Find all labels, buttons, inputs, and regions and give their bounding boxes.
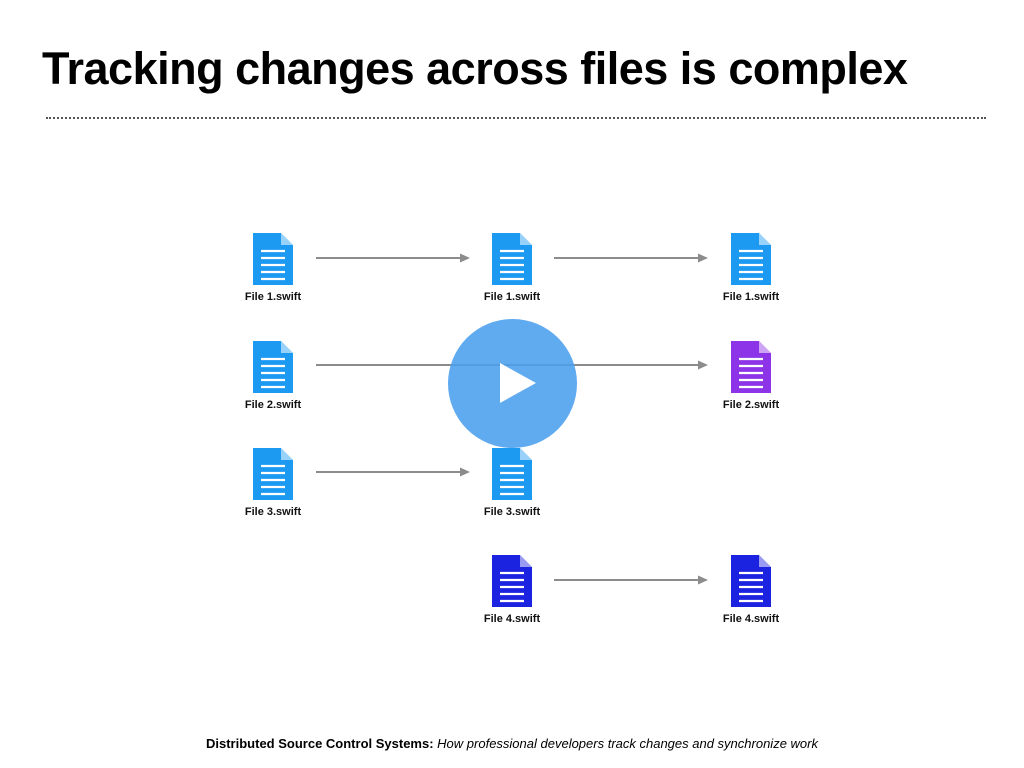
document-icon [731,555,771,607]
file-label: File 1.swift [483,291,541,303]
file-2-swift-col1: File 2.swift [223,341,323,411]
file-1-swift-col1: File 1.swift [223,233,323,303]
arrow-right-icon [554,253,708,263]
document-icon [731,233,771,285]
document-icon [253,448,293,500]
document-icon [492,555,532,607]
file-label: File 3.swift [483,506,541,518]
title-divider [46,117,986,119]
file-4-swift-col2: File 4.swift [462,555,562,625]
file-4-swift-col3: File 4.swift [701,555,801,625]
arrow-right-icon [554,575,708,585]
file-label: File 2.swift [722,399,780,411]
file-3-swift-col2: File 3.swift [462,448,562,518]
document-icon [492,448,532,500]
file-3-swift-col1: File 3.swift [223,448,323,518]
play-icon [500,363,536,403]
play-button[interactable] [448,319,577,448]
document-icon [253,233,293,285]
file-label: File 4.swift [722,613,780,625]
caption-description: How professional developers track change… [437,736,818,751]
file-label: File 2.swift [244,399,302,411]
arrow-right-icon [316,467,470,477]
file-2-swift-col3: File 2.swift [701,341,801,411]
slide-caption: Distributed Source Control Systems: How … [0,736,1024,751]
file-label: File 1.swift [244,291,302,303]
file-label: File 4.swift [483,613,541,625]
file-1-swift-col2: File 1.swift [462,233,562,303]
file-1-swift-col3: File 1.swift [701,233,801,303]
document-icon [492,233,532,285]
document-icon [253,341,293,393]
slide-title: Tracking changes across files is complex [42,43,908,94]
arrow-right-icon [316,253,470,263]
file-label: File 1.swift [722,291,780,303]
document-icon [731,341,771,393]
file-label: File 3.swift [244,506,302,518]
caption-source: Distributed Source Control Systems: [206,736,434,751]
